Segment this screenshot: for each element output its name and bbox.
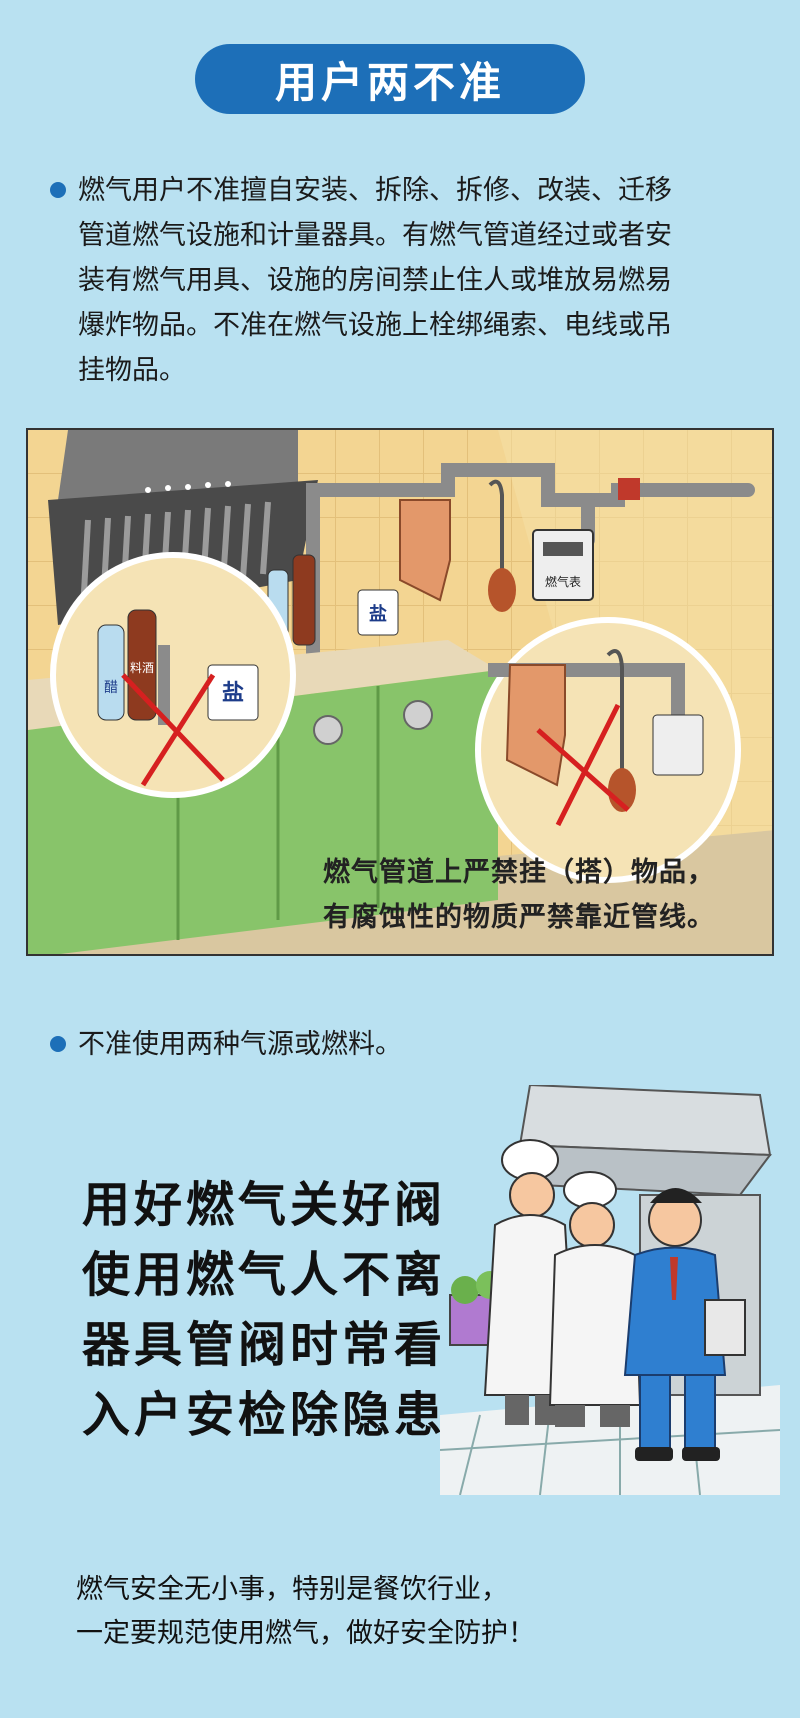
rule-two-text: 不准使用两种气源或燃料。 [78,1029,402,1060]
kitchen-scene-svg: 燃气表 盐 醋 料酒 盐 [28,430,772,954]
slogan-line-4: 入户安检除隐患 [82,1387,447,1443]
bullet-dot [50,182,66,198]
salt-label-small: 盐 [369,603,387,625]
rule-one-line-3: 装有燃气用具、设施的房间禁止住人或堆放易燃易 [78,265,672,296]
meter-label: 燃气表 [545,574,581,589]
gas-meter [532,529,594,601]
prohibit-cross-left [121,673,225,787]
vinegar-label: 醋 [104,680,118,696]
chef-inspection-illustration [440,1085,780,1495]
closing-line-1: 燃气安全无小事，特别是餐饮行业， [76,1574,508,1605]
cooking-wine-label: 料酒 [130,661,154,675]
kitchen-caption-line-2: 有腐蚀性的物质严禁靠近管线。 [323,902,715,933]
closing-line-2: 一定要规范使用燃气，做好安全防护！ [76,1618,535,1649]
rule-one-block: 燃气用户不准擅自安装、拆除、拆修、改装、迁移 管道燃气设施和计量器具。有燃气管道… [50,168,750,393]
salt-label: 盐 [222,681,244,706]
range-hood [58,430,298,500]
rule-one-line-5: 挂物品。 [78,355,186,386]
rule-one-line-2: 管道燃气设施和计量器具。有燃气管道经过或者安 [78,220,672,251]
slogan-line-3: 器具管阀时常看 [82,1317,447,1373]
kitchen-caption-line-1: 燃气管道上严禁挂（搭）物品， [323,857,715,888]
slogan-line-1: 用好燃气关好阀 [82,1177,447,1233]
bullet-dot [50,1036,66,1052]
prohibit-cross-right [536,703,630,827]
closing-statement: 燃气安全无小事，特别是餐饮行业， 一定要规范使用燃气，做好安全防护！ [76,1568,535,1656]
zoom-circle-left [50,552,296,798]
slogan-block: 用好燃气关好阀 使用燃气人不离 器具管阀时常看 入户安检除隐患 [82,1170,446,1450]
rule-one-line-4: 爆炸物品。不准在燃气设施上栓绑绳索、电线或吊 [78,310,672,341]
slogan-line-2: 使用燃气人不离 [82,1247,447,1303]
page-title: 用户两不准 [195,44,585,114]
rule-two-block: 不准使用两种气源或燃料。 [50,1022,750,1067]
kitchen-illustration: 燃气表 盐 醋 料酒 盐 [26,428,774,956]
rule-one-line-1: 燃气用户不准擅自安装、拆除、拆修、改装、迁移 [78,175,672,206]
